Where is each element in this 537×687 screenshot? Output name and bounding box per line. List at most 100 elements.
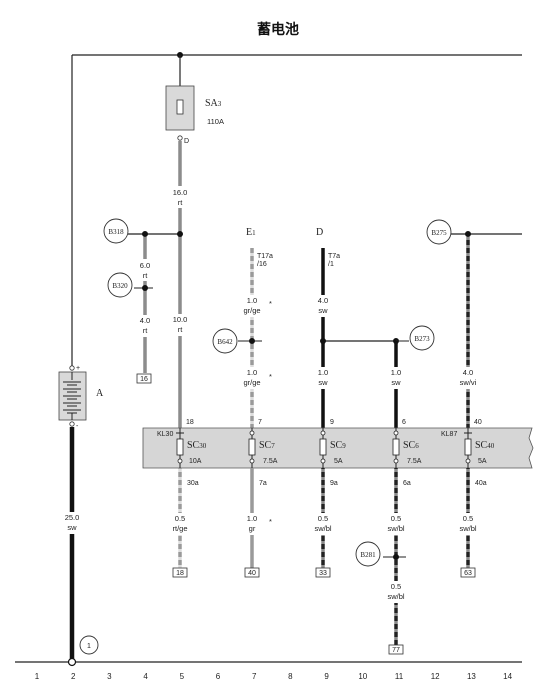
wire-b318-color: rt — [143, 271, 148, 280]
axis-label-6: 6 — [216, 672, 221, 681]
b318-junction — [142, 231, 148, 237]
axis-label-5: 5 — [180, 672, 185, 681]
wire-col5-gauge: 10.0 — [173, 315, 188, 324]
wire-out7-gauge: 1.0 — [247, 514, 257, 523]
sa3-fuse-element — [176, 99, 184, 115]
wire-label-bg — [168, 513, 192, 535]
ref-box-63 — [460, 567, 476, 578]
b642-junction — [249, 338, 255, 344]
wire-col9a-gauge: 4.0 — [318, 296, 328, 305]
wire-out9-color: sw/bl — [314, 524, 331, 533]
star-mark: * — [269, 372, 272, 381]
ref-box-77 — [388, 644, 404, 655]
ref-box-16 — [136, 373, 152, 384]
star-mark: * — [269, 299, 272, 308]
fuse-sc6-top-pin: 6 — [402, 419, 406, 426]
t17a-pin: /16 — [257, 261, 267, 268]
wire-col9b-color: sw — [318, 378, 328, 387]
wire-label-bg — [136, 315, 154, 337]
ref-40: 40 — [248, 570, 256, 577]
wire-out11-gauge: 0.5 — [391, 514, 401, 523]
fuse-sc9-name: SC9 — [330, 440, 346, 451]
wire-top-color: rt — [178, 198, 183, 207]
ref-33: 33 — [319, 570, 327, 577]
fuse-sc30-bottom-pin: 30a — [187, 480, 199, 487]
connector-B642-label: B642 — [217, 338, 233, 346]
connector-B642 — [212, 328, 238, 354]
fuse-sc7 — [248, 428, 256, 468]
star-mark: * — [269, 517, 272, 526]
b281-junction — [393, 554, 399, 560]
wire-label-bg — [171, 186, 189, 208]
sa3-label: SA3 — [205, 98, 222, 109]
wire-col13-gauge: 4.0 — [463, 368, 473, 377]
wire-battery-color: sw — [67, 523, 77, 532]
fuse-sc6-name: SC6 — [403, 440, 419, 451]
wire-out9-gauge: 0.5 — [318, 514, 328, 523]
fuse-sc6-bottom-pin: 6a — [403, 480, 411, 487]
t17a-label: T17a — [257, 253, 273, 260]
fuse-sc6 — [392, 428, 400, 468]
fuse-sc40 — [464, 428, 472, 468]
ground-terminal — [67, 657, 77, 667]
connector-B320 — [107, 272, 133, 298]
wire-col11-gauge: 1.0 — [391, 368, 401, 377]
wire-label-bg — [313, 367, 333, 389]
diagram-title: 蓄电池 — [257, 21, 299, 37]
wire-label-bg — [456, 367, 480, 389]
connector-B275-label: B275 — [431, 229, 447, 237]
wire-label-bg — [240, 367, 264, 389]
fuse-sc30-rating: 10A — [189, 458, 202, 465]
battery-minus-sign: - — [76, 423, 79, 430]
wire-label-bg — [136, 259, 154, 281]
fuse-sc9-rating: 5A — [334, 458, 343, 465]
axis-label-8: 8 — [288, 672, 293, 681]
ref-box-33 — [315, 567, 331, 578]
fuse-sc7-top-pin: 7 — [258, 419, 262, 426]
b320-junction — [142, 285, 148, 291]
axis-label-14: 14 — [503, 672, 512, 681]
wire-out7-color: gr — [249, 524, 256, 533]
fuse-sc30-name: SC30 — [187, 440, 207, 451]
axis-label-7: 7 — [252, 672, 257, 681]
axis-label-4: 4 — [143, 672, 148, 681]
wire-col7b-gauge: 1.0 — [247, 368, 257, 377]
wire-col9b-gauge: 1.0 — [318, 368, 328, 377]
fuse-box-housing — [142, 427, 534, 469]
wire-col9a-color: sw — [318, 306, 328, 315]
b275-junction — [465, 231, 471, 237]
wire-out13-gauge: 0.5 — [463, 514, 473, 523]
fuse-sc30-terminal: KL30 — [157, 431, 173, 438]
wire-label-bg — [62, 512, 82, 534]
fuse-sc7-bottom-pin: 7a — [259, 480, 267, 487]
ref-box-18 — [172, 567, 188, 578]
wire-col7a-color: gr/ge — [243, 306, 260, 315]
wire-top-gauge: 16.0 — [173, 188, 188, 197]
axis-label-12: 12 — [431, 672, 440, 681]
connector-B275 — [426, 219, 452, 245]
fuse-sc40-terminal: KL87 — [441, 431, 457, 438]
t7a-pin: /1 — [328, 261, 334, 268]
ref-63: 63 — [464, 570, 472, 577]
connector-B281 — [355, 541, 381, 567]
axis-label-13: 13 — [467, 672, 476, 681]
fuse-sc40-top-pin: 40 — [474, 419, 482, 426]
battery-label: A — [96, 388, 104, 399]
connector-B318-label: B318 — [108, 228, 124, 236]
connector-B318 — [103, 218, 129, 244]
axis-label-10: 10 — [358, 672, 367, 681]
wire-label-bg — [456, 513, 480, 535]
connector-B320-label: B320 — [112, 282, 128, 290]
wire-label-bg — [384, 581, 408, 603]
ref-18: 18 — [176, 570, 184, 577]
wire-label-bg — [171, 314, 189, 336]
fuse-sc7-name: SC7 — [259, 440, 275, 451]
wire-out11b-color: sw/bl — [387, 592, 404, 601]
fuse-sc9 — [319, 428, 327, 468]
wire-label-bg — [240, 295, 264, 317]
wire-label-bg — [311, 513, 335, 535]
battery-plus-sign: + — [76, 365, 80, 372]
axis-label-3: 3 — [107, 672, 112, 681]
axis-label-11: 11 — [395, 672, 404, 681]
